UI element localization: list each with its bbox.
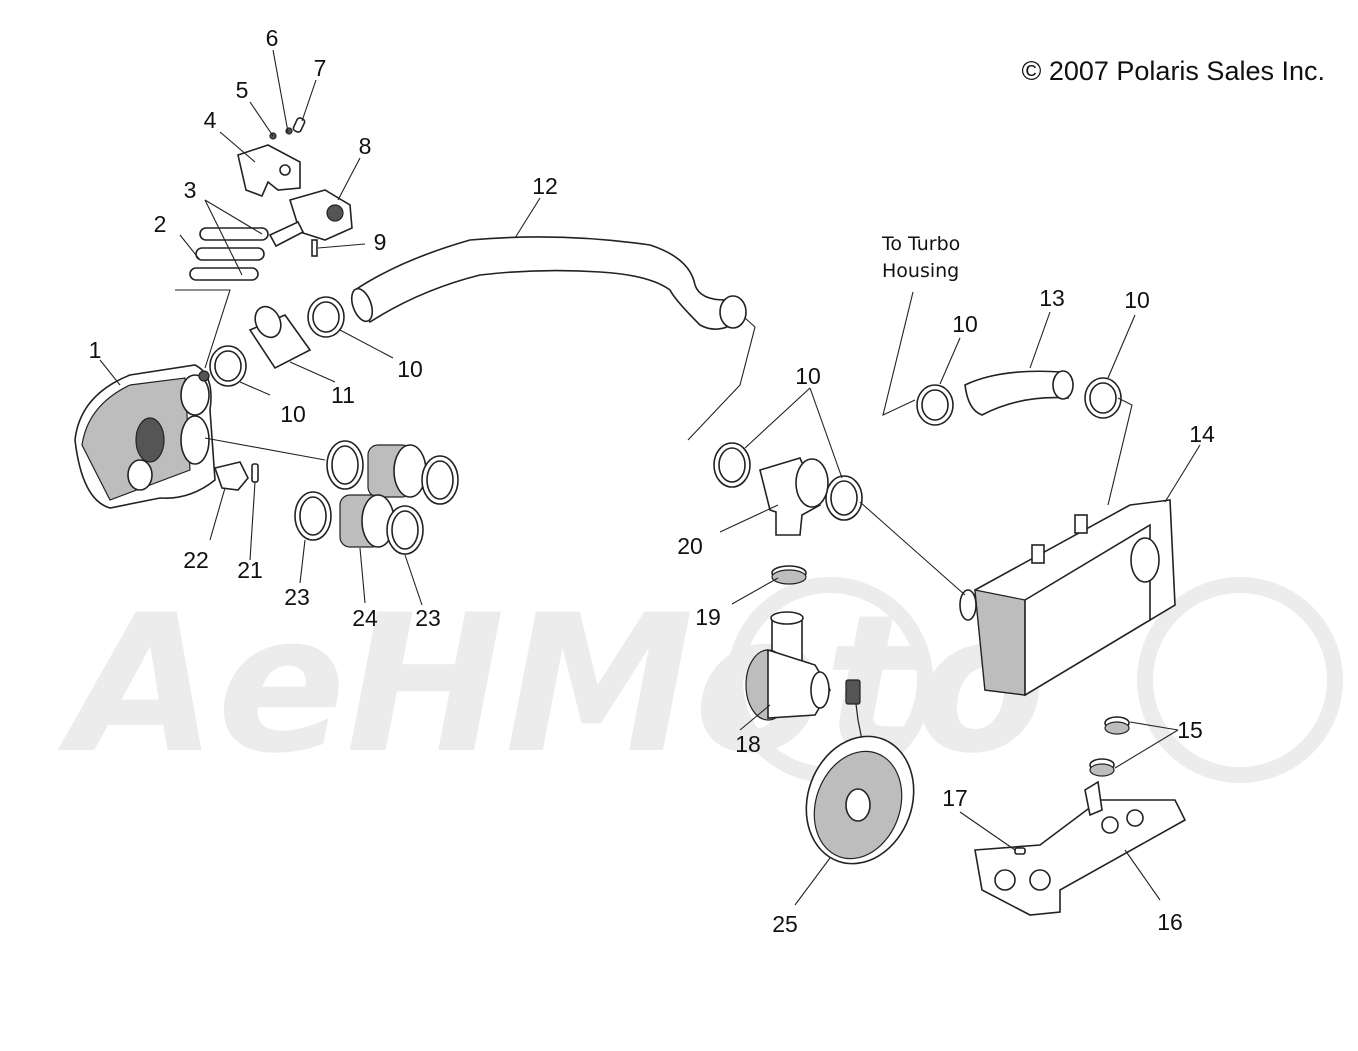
part-17-bolt: [1014, 847, 1026, 855]
callout-24: 24: [352, 605, 378, 631]
callout-23-b: 23: [415, 605, 441, 631]
parts-21-22-sensor: [213, 461, 259, 491]
part-20-tee: [687, 317, 863, 536]
part-1-airbox: [74, 364, 216, 509]
callout-10-b: 10: [280, 401, 306, 427]
callout-8: 8: [359, 133, 372, 159]
callout-5: 5: [236, 77, 249, 103]
part-2-3-hoses: [175, 227, 269, 369]
callout-labels: 1 2 3 4 5 6 7 8 9 10 10 11 12 10 10 13 1…: [89, 25, 1215, 937]
callout-12: 12: [532, 173, 558, 199]
callout-10-e: 10: [1124, 287, 1150, 313]
callout-18: 18: [735, 731, 761, 757]
callout-4: 4: [204, 107, 217, 133]
part-8-valve: [268, 189, 353, 257]
note-line-2: Housing: [882, 260, 959, 282]
callout-25: 25: [772, 911, 798, 937]
part-19-ring: [771, 565, 807, 585]
callout-16: 16: [1157, 909, 1183, 935]
parts-23-24-couplers: [204, 437, 459, 555]
callout-10-c: 10: [795, 363, 821, 389]
callout-15: 15: [1177, 717, 1203, 743]
turbo-housing-note: To Turbo Housing: [881, 233, 960, 282]
part-18-elbow: [745, 611, 831, 721]
callout-23-a: 23: [284, 584, 310, 610]
callout-9: 9: [374, 229, 387, 255]
leader-lines: [99, 49, 1201, 906]
callout-6: 6: [266, 25, 279, 51]
callout-10-a: 10: [397, 356, 423, 382]
callout-10-d: 10: [952, 311, 978, 337]
callout-2: 2: [154, 211, 167, 237]
copyright-text: © 2007 Polaris Sales Inc.: [1021, 56, 1325, 86]
part-25-fan: [805, 679, 915, 865]
callout-7: 7: [314, 55, 327, 81]
part-14-intercooler: [859, 397, 1176, 697]
callout-20: 20: [677, 533, 703, 559]
part-11-tube: [248, 305, 312, 370]
part-13-hose: [882, 291, 1122, 426]
callout-22: 22: [183, 547, 209, 573]
note-line-1: To Turbo: [881, 233, 960, 255]
callout-1: 1: [89, 337, 102, 363]
clamps-upper-left: [209, 296, 345, 387]
callout-14: 14: [1189, 421, 1215, 447]
callout-3: 3: [184, 177, 197, 203]
part-16-bracket: [974, 780, 1187, 916]
callout-19: 19: [695, 604, 721, 630]
part-15-grommets: [1089, 716, 1130, 777]
callout-13: 13: [1039, 285, 1065, 311]
callout-17: 17: [942, 785, 968, 811]
callout-11: 11: [331, 382, 355, 408]
part-12-duct: [350, 236, 747, 330]
callout-21: 21: [237, 557, 263, 583]
